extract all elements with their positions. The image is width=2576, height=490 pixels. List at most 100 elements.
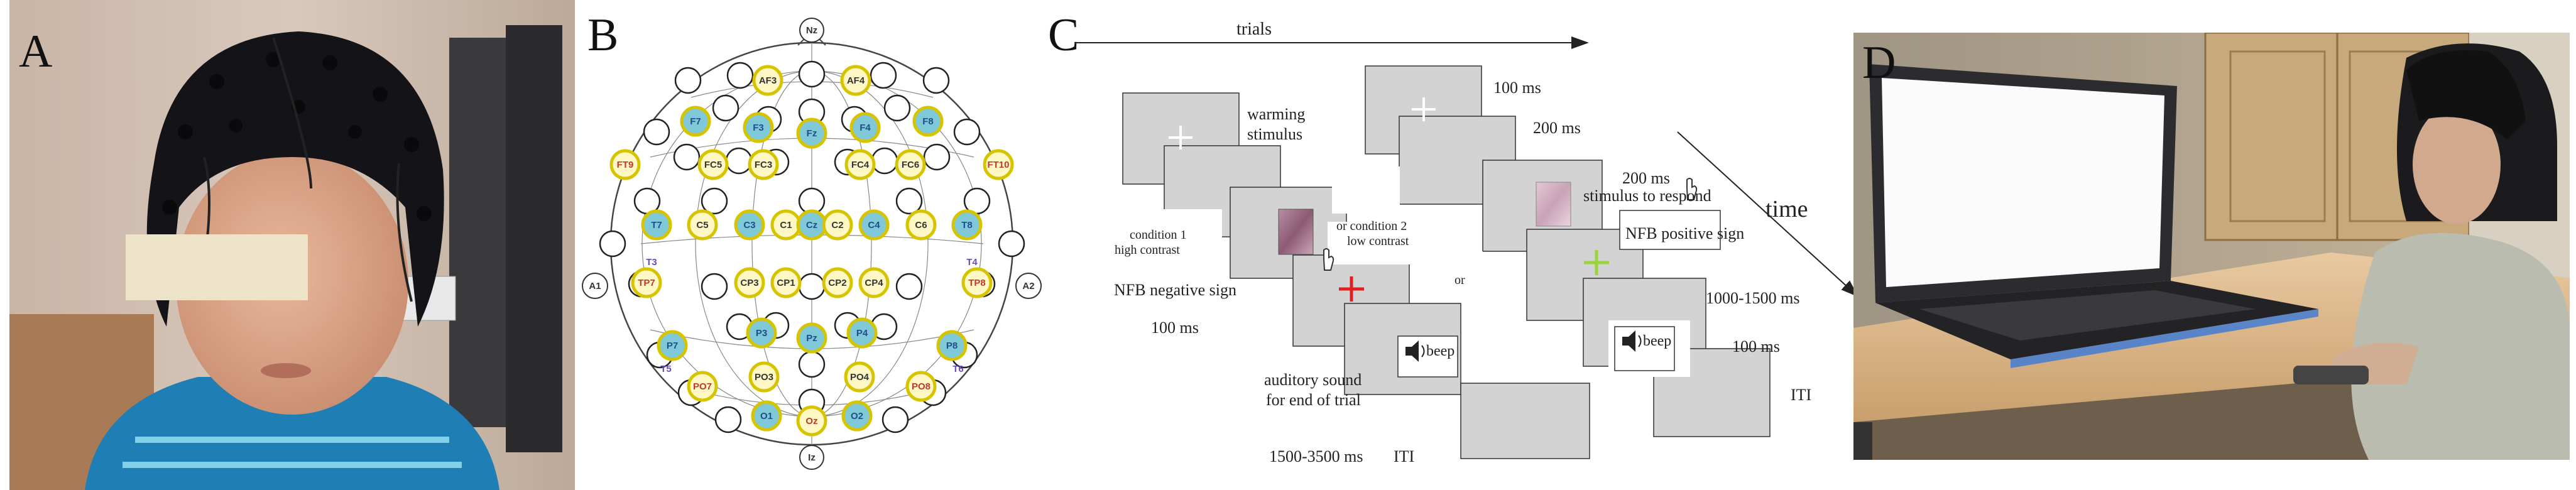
- electrode-label: CP1: [777, 278, 795, 288]
- panel-label-d: D: [1862, 37, 1896, 89]
- electrode-label: Cz: [806, 220, 817, 231]
- electrode-t7: T7: [641, 209, 672, 241]
- hand-pointer-icon: [1323, 248, 1334, 271]
- electrode-label: F8: [922, 116, 934, 127]
- electrode-label: F7: [690, 116, 701, 127]
- electrode-label: C6: [915, 220, 927, 231]
- panel-label-c: C: [1048, 9, 1079, 61]
- warning-stimulus-label: stimulus: [1247, 125, 1302, 143]
- electrode-label: T8: [961, 220, 973, 231]
- electrode-label: PO4: [850, 372, 870, 383]
- electrode-label: AF4: [847, 75, 865, 86]
- electrode-label: P8: [946, 340, 958, 351]
- electrode-cp3: CP3: [734, 267, 765, 298]
- stimulus-image-low: [1536, 182, 1571, 227]
- side-label: T6: [952, 364, 964, 374]
- warning-stimulus-label: warming: [1247, 105, 1305, 123]
- electrode-o1: O1: [751, 400, 782, 432]
- stimulus-respond-label: stimulus to respond: [1583, 187, 1711, 205]
- electrode-c4: C4: [858, 209, 890, 241]
- screen-iti-left: [1460, 383, 1590, 459]
- condition-1-label: condition 1: [1130, 228, 1187, 242]
- iti-label: ITI: [1791, 386, 1811, 404]
- electrode-po3: PO3: [748, 361, 780, 393]
- electrode-label: F3: [753, 122, 764, 133]
- electrode-label: Pz: [806, 333, 817, 344]
- electrode-label: CP2: [828, 278, 846, 288]
- speaker-icon: [1405, 340, 1425, 362]
- condition-1-label: high contrast: [1115, 243, 1180, 257]
- electrode-fc4: FC4: [844, 149, 876, 180]
- beep-label: beep: [1643, 333, 1671, 349]
- electrode-fz: Fz: [796, 117, 827, 149]
- electrode-po7: PO7: [687, 371, 718, 402]
- fiducial-a1: A1: [582, 273, 608, 299]
- electrode-label: C5: [696, 220, 708, 231]
- electrode-c5: C5: [687, 209, 718, 241]
- electrode-label: O2: [851, 411, 863, 422]
- condition-2-label: or condition 2: [1336, 219, 1407, 233]
- fiducial-iz: Iz: [799, 445, 824, 470]
- trial-timeline-diagram: trials time: [1074, 19, 1858, 466]
- red-feedback-cross: [1339, 276, 1364, 302]
- electrode-oz: Oz: [796, 405, 827, 437]
- or-label: or: [1454, 273, 1465, 287]
- electrode-label: PO3: [755, 372, 773, 383]
- beep-label: beep: [1426, 343, 1454, 359]
- electrode-label: Oz: [805, 416, 817, 427]
- duration-1000-1500ms: 1000-1500 ms: [1706, 289, 1800, 307]
- electrode-p8: P8: [936, 330, 968, 361]
- electrode-label: FC4: [851, 160, 870, 170]
- electrode-f8: F8: [912, 106, 944, 137]
- electrode-label: F4: [860, 122, 871, 133]
- fiducial-label: Iz: [808, 452, 816, 463]
- condition-2-label: low contrast: [1347, 234, 1409, 248]
- hand-pointer-icon: [1686, 178, 1698, 200]
- duration-100ms-neg: 100 ms: [1151, 318, 1199, 337]
- electrode-p3: P3: [746, 317, 777, 349]
- electrode-label: CP4: [865, 278, 883, 288]
- electrode-label: TP8: [968, 278, 986, 288]
- panel-c-trial-timeline: trials time: [1049, 0, 1860, 490]
- electrode-label: C3: [743, 220, 755, 231]
- stimulus-respond-label: 200 ms: [1622, 169, 1670, 187]
- electrode-label: P4: [856, 328, 868, 339]
- side-label: T3: [646, 257, 657, 268]
- electrode-ft10: FT10: [983, 149, 1014, 180]
- electrode-c6: C6: [905, 209, 937, 241]
- auditory-sound-label: auditory sound: [1264, 371, 1362, 389]
- white-fixation-cross-2: [1412, 97, 1436, 121]
- time-label: time: [1766, 196, 1808, 222]
- electrode-o2: O2: [841, 400, 873, 432]
- electrode-label: T7: [651, 220, 662, 231]
- iti-label: ITI: [1394, 447, 1414, 466]
- electrode-po4: PO4: [844, 361, 875, 393]
- laptop-screen: [1882, 78, 2164, 287]
- electrode-label: C4: [868, 220, 880, 231]
- electrode-label: FT10: [987, 160, 1009, 170]
- green-feedback-cross: [1584, 250, 1609, 275]
- electrode-cz: Cz: [796, 209, 827, 241]
- side-label: T5: [660, 364, 672, 374]
- duration-100ms-beep: 100 ms: [1732, 337, 1780, 356]
- electrode-label: O1: [760, 411, 773, 422]
- speaker-icon: [1622, 330, 1642, 352]
- electrode-c3: C3: [734, 209, 765, 241]
- electrode-f3: F3: [743, 112, 774, 143]
- electrode-label: CP3: [740, 278, 758, 288]
- electrode-fc3: FC3: [748, 149, 779, 180]
- face-blur-box: [126, 234, 308, 300]
- electrode-label: TP7: [638, 278, 655, 288]
- nfb-positive-label: NFB positive sign: [1625, 224, 1744, 242]
- duration-200ms: 200 ms: [1533, 119, 1581, 137]
- electrode-cp1: CP1: [770, 267, 802, 298]
- electrode-p4: P4: [846, 317, 878, 349]
- auditory-sound-label: for end of trial: [1266, 391, 1361, 409]
- duration-100ms: 100 ms: [1493, 79, 1541, 97]
- duration-1500-3500ms: 1500-3500 ms: [1269, 447, 1363, 466]
- electrode-label: Fz: [807, 128, 817, 139]
- electrode-po8: PO8: [905, 371, 937, 402]
- electrode-c2: C2: [822, 209, 853, 241]
- electrode-pz: Pz: [796, 322, 827, 354]
